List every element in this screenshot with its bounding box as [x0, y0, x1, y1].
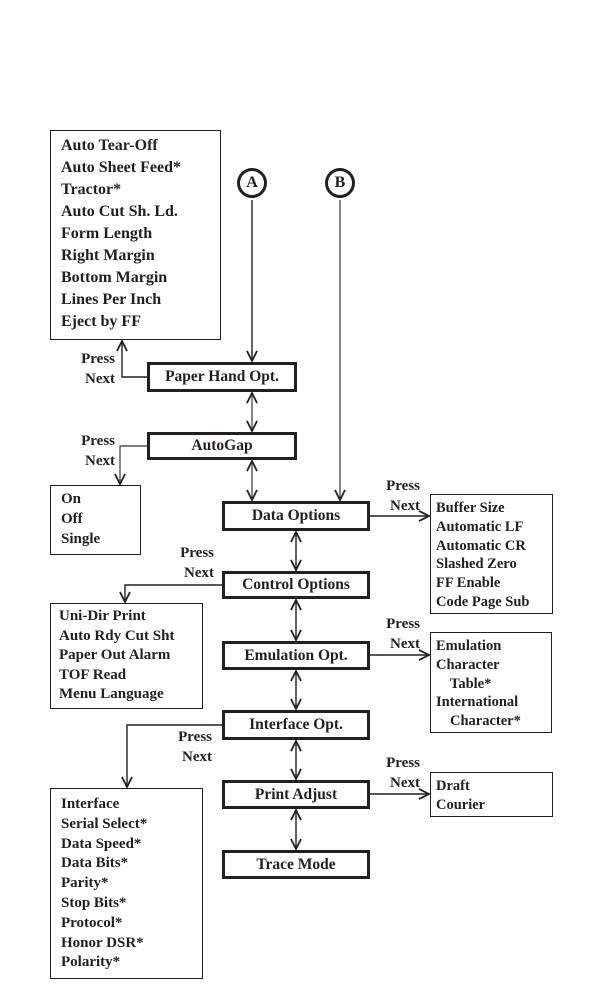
list-item[interactable]: Table*: [450, 675, 492, 692]
list-item[interactable]: Emulation: [436, 638, 502, 654]
menu-emulation-opt[interactable]: Emulation Opt.: [222, 641, 370, 670]
list-item[interactable]: Automatic LF: [436, 518, 524, 535]
list-item[interactable]: Auto Sheet Feed*: [61, 159, 181, 176]
list-item[interactable]: Protocol*: [61, 914, 123, 931]
press-next-interface-path: [127, 724, 222, 787]
list-item[interactable]: Auto Cut Sh. Ld.: [61, 203, 178, 220]
submenu-interface: Interface Serial Select* Data Speed* Dat…: [50, 788, 203, 979]
next-text: Next: [184, 565, 214, 581]
list-item[interactable]: Interface: [61, 796, 120, 812]
list-item[interactable]: Bottom Margin: [61, 269, 168, 286]
menu-interface-opt[interactable]: Interface Opt.: [222, 710, 370, 740]
menu-autogap[interactable]: AutoGap: [147, 432, 297, 460]
submenu-control-options: Uni-Dir Print Auto Rdy Cut Sht Paper Out…: [50, 603, 203, 709]
connector-a-label: A: [246, 174, 258, 191]
list-item[interactable]: Courier: [436, 796, 486, 813]
menu-control-options[interactable]: Control Options: [222, 571, 370, 599]
list-item[interactable]: Serial Select*: [61, 815, 148, 832]
press-text: Press: [386, 616, 420, 632]
menu-label: Emulation Opt.: [244, 646, 348, 664]
press-next-autogap-path: [120, 445, 147, 484]
submenu-print-adjust: Draft Courier: [430, 772, 553, 817]
press-text: Press: [386, 478, 420, 494]
next-text: Next: [85, 371, 115, 387]
list-item[interactable]: Draft: [436, 778, 470, 794]
next-text: Next: [390, 498, 420, 514]
next-text: Next: [85, 453, 115, 469]
list-item[interactable]: Parity*: [61, 875, 109, 892]
menu-data-options[interactable]: Data Options: [222, 501, 370, 531]
menu-label: Data Options: [251, 507, 341, 524]
list-item[interactable]: Automatic CR: [436, 537, 526, 554]
press-next-control-path: [125, 584, 222, 602]
list-item[interactable]: Character: [436, 656, 500, 673]
menu-print-adjust[interactable]: Print Adjust: [222, 780, 370, 809]
menu-label: AutoGap: [191, 437, 253, 454]
list-item[interactable]: Form Length: [61, 225, 153, 242]
next-text: Next: [390, 636, 420, 652]
list-item[interactable]: Paper Out Alarm: [59, 647, 171, 663]
list-item[interactable]: Off: [61, 511, 83, 527]
submenu-paper-hand: Auto Tear-Off Auto Sheet Feed* Tractor* …: [50, 130, 221, 340]
menu-label: Paper Hand Opt.: [165, 368, 279, 385]
list-item[interactable]: International: [436, 694, 519, 711]
list-item[interactable]: Right Margin: [61, 247, 155, 264]
list-item[interactable]: Polarity*: [61, 954, 121, 971]
list-item[interactable]: Single: [61, 531, 101, 547]
next-text: Next: [182, 749, 212, 765]
list-item[interactable]: Code Page Sub: [436, 593, 530, 610]
list-item[interactable]: Character*: [450, 713, 521, 730]
menu-label: Control Options: [242, 576, 350, 593]
list-item[interactable]: Lines Per Inch: [61, 291, 162, 308]
list-item[interactable]: Menu Language: [59, 686, 164, 702]
list-item[interactable]: Auto Tear-Off: [61, 137, 158, 154]
list-item[interactable]: Data Bits*: [61, 855, 129, 872]
list-item[interactable]: Tractor*: [61, 181, 122, 198]
connector-b-label: B: [334, 174, 346, 191]
press-text: Press: [81, 351, 115, 367]
submenu-data-options: Buffer Size Automatic LF Automatic CR Sl…: [430, 494, 553, 614]
press-text: Press: [178, 729, 212, 745]
list-item[interactable]: Honor DSR*: [61, 934, 144, 951]
menu-trace-mode[interactable]: Trace Mode: [222, 850, 370, 879]
list-item[interactable]: FF Enable: [436, 575, 501, 592]
list-item[interactable]: Buffer Size: [436, 500, 505, 516]
next-text: Next: [390, 775, 420, 791]
list-item[interactable]: Uni-Dir Print: [59, 608, 146, 624]
menu-paper-hand-opt[interactable]: Paper Hand Opt.: [147, 362, 297, 392]
list-item[interactable]: Auto Rdy Cut Sht: [59, 627, 175, 644]
menu-label: Trace Mode: [256, 855, 336, 873]
list-item[interactable]: TOF Read: [59, 666, 127, 683]
submenu-autogap: On Off Single: [50, 485, 141, 555]
press-next-paper-path: [122, 341, 147, 378]
press-text: Press: [180, 545, 214, 561]
list-item[interactable]: Data Speed*: [61, 835, 142, 852]
press-text: Press: [386, 755, 420, 771]
submenu-emulation: Emulation Character Table* International…: [430, 632, 552, 733]
connector-b: B: [325, 168, 355, 198]
list-item[interactable]: Slashed Zero: [436, 556, 517, 573]
list-item[interactable]: Stop Bits*: [61, 894, 127, 911]
press-text: Press: [81, 433, 115, 449]
connector-a: A: [237, 168, 267, 198]
menu-label: Interface Opt.: [249, 716, 343, 733]
menu-label: Print Adjust: [254, 785, 338, 803]
list-item[interactable]: On: [61, 491, 82, 507]
list-item[interactable]: Eject by FF: [61, 313, 141, 330]
